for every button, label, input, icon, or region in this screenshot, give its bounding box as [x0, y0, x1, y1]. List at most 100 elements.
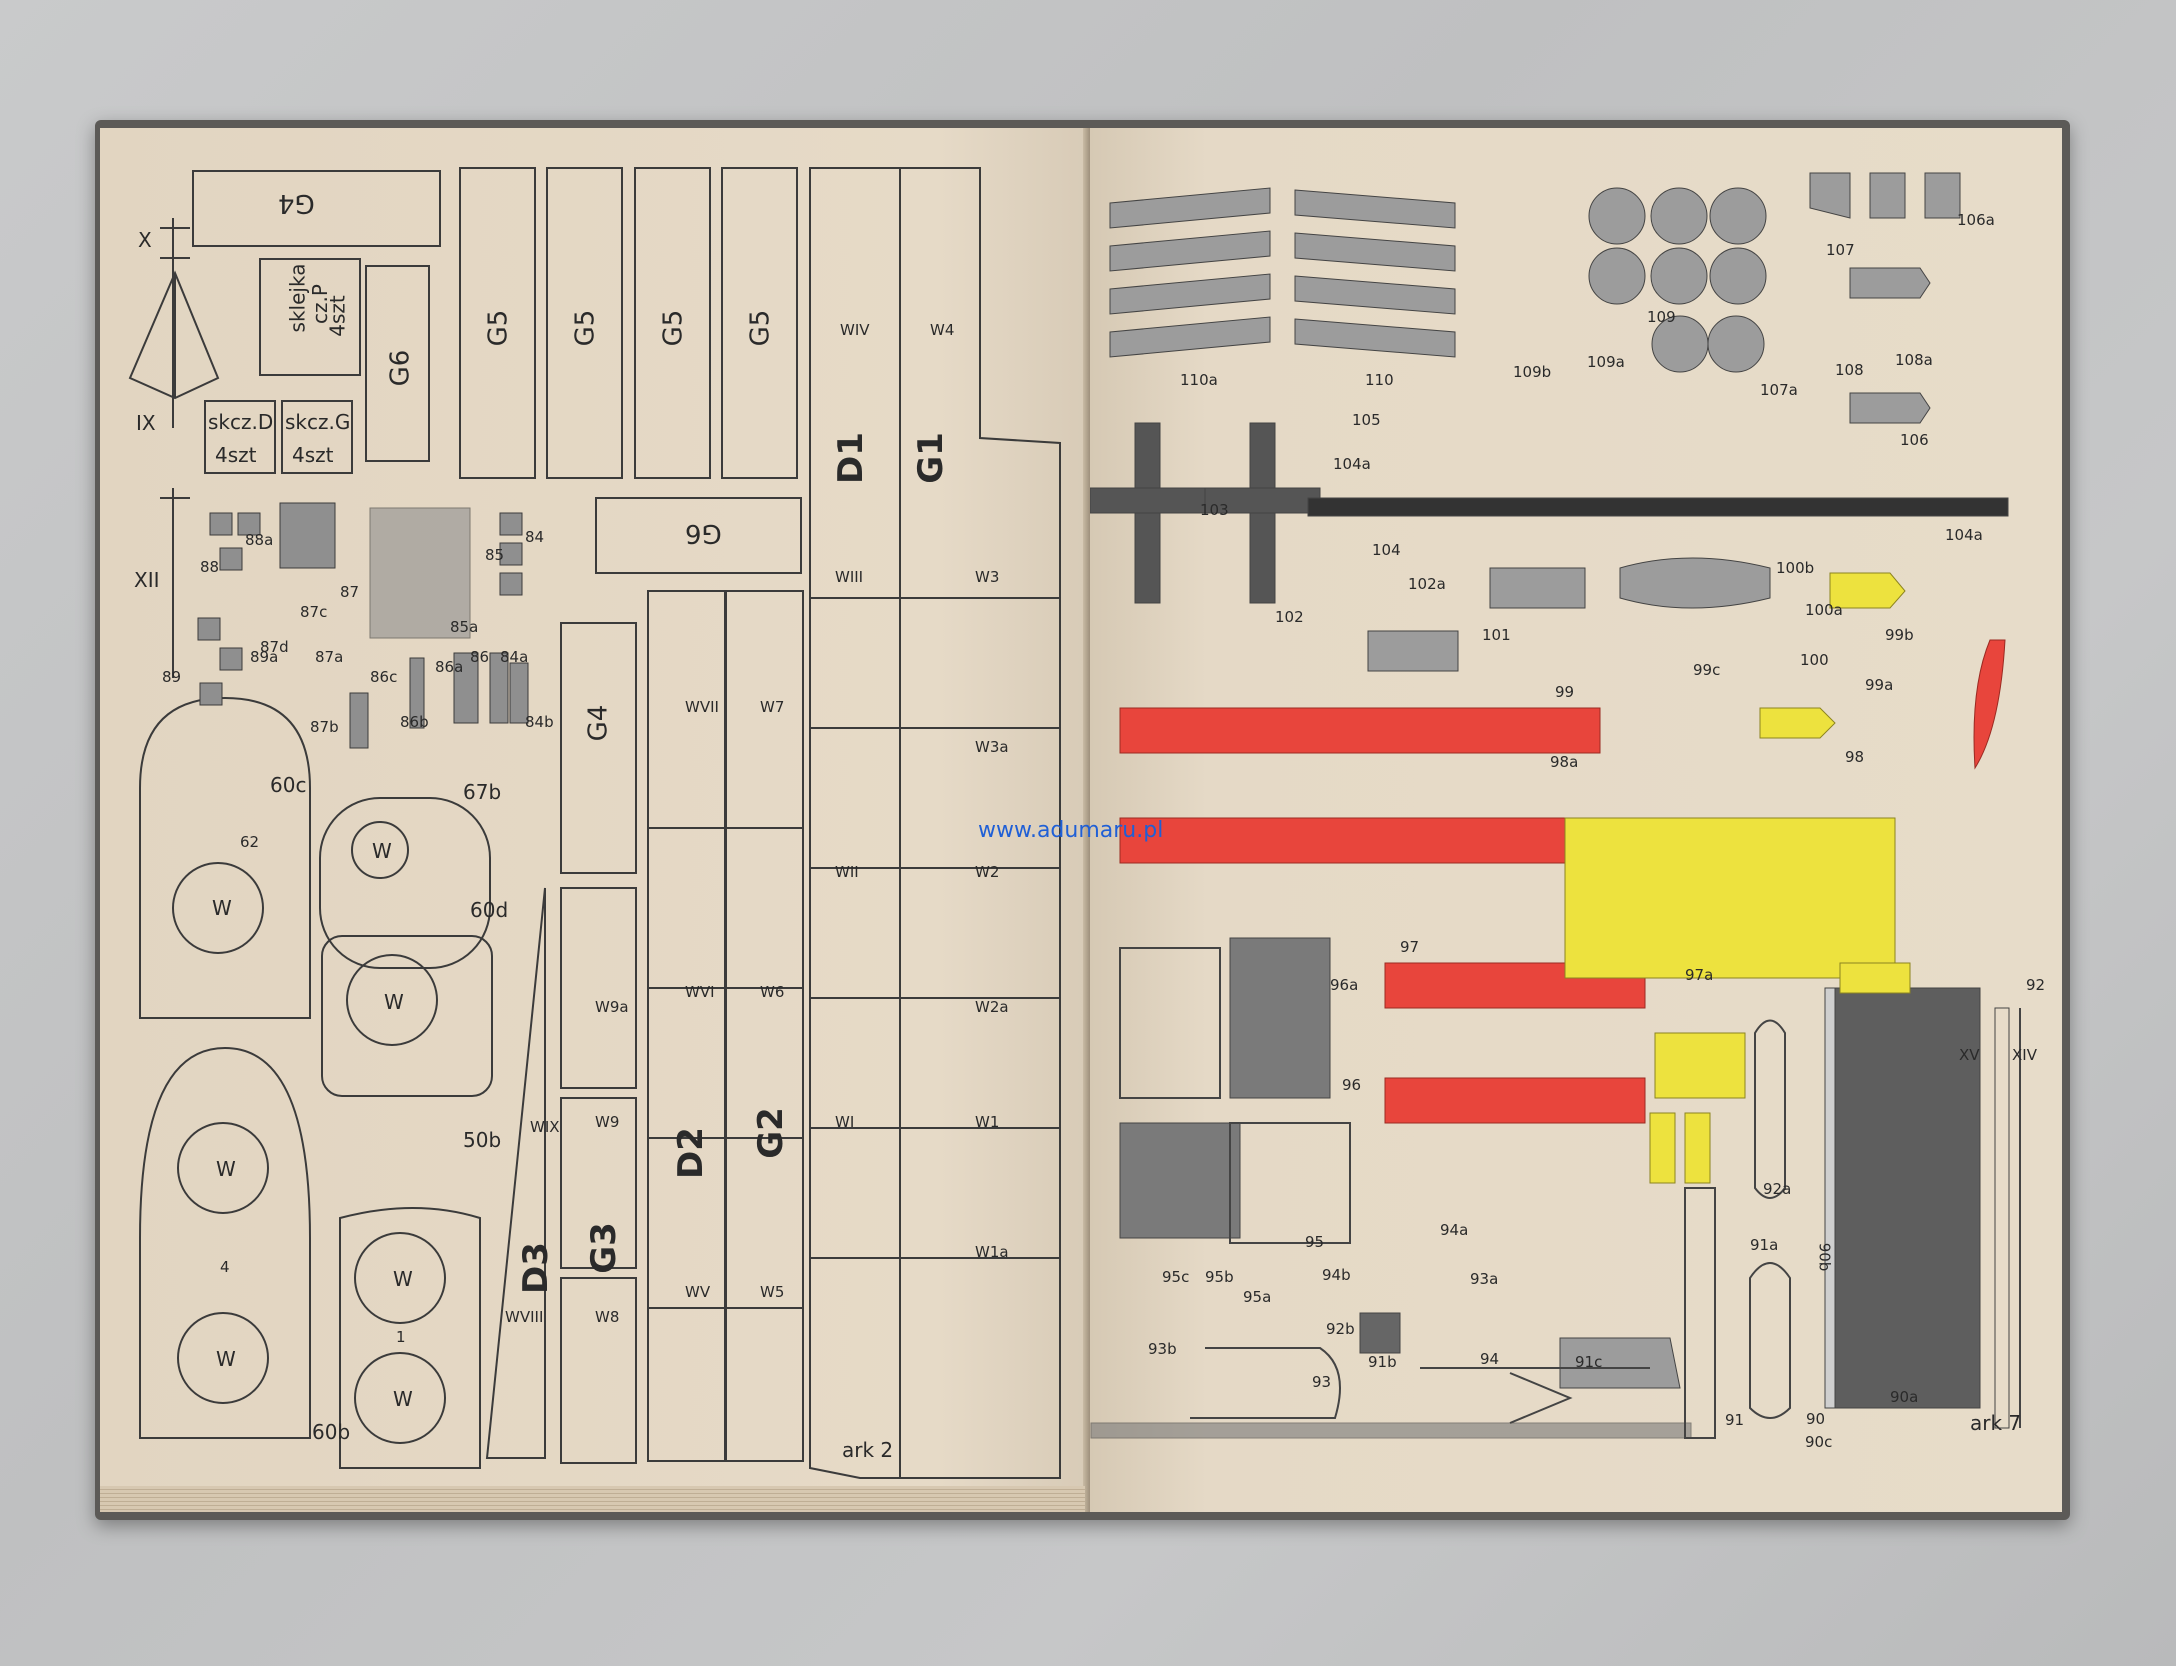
label-86a: 86a	[435, 658, 464, 676]
label-90a: 90a	[1890, 1388, 1919, 1406]
label-105: 105	[1352, 411, 1381, 429]
label-86b: 86b	[400, 713, 429, 731]
label-4szt-g: 4szt	[292, 443, 334, 467]
label-89: 89	[162, 668, 182, 686]
label-109: 109	[1647, 308, 1676, 326]
label-99a: 99a	[1865, 676, 1894, 694]
label-w5: W	[216, 1347, 236, 1371]
label-85a: 85a	[450, 618, 479, 636]
label-w8b: W8	[595, 1308, 620, 1326]
label-roman-ix: IX	[136, 411, 156, 435]
label-w2: W	[372, 839, 392, 863]
label-89a: 89a	[250, 648, 279, 666]
label-92b: 92b	[1326, 1320, 1355, 1338]
label-93: 93	[1312, 1373, 1332, 1391]
label-d3: D3	[515, 1242, 556, 1294]
label-wviii: WVIII	[505, 1308, 544, 1326]
label-100b: 100b	[1776, 559, 1815, 577]
label-96a: 96a	[1330, 976, 1359, 994]
label-62: 62	[240, 833, 260, 851]
label-108a: 108a	[1895, 351, 1933, 369]
label-g6a: G6	[385, 349, 416, 387]
label-50b: 50b	[463, 1128, 502, 1152]
label-100: 100	[1800, 651, 1829, 669]
label-98a: 98a	[1550, 753, 1579, 771]
label-w2a: W2a	[975, 998, 1009, 1016]
label-84a: 84a	[500, 648, 529, 666]
label-w9: W9	[595, 1113, 620, 1131]
label-67b: 67b	[463, 780, 502, 804]
label-109b: 109b	[1513, 363, 1552, 381]
label-101: 101	[1482, 626, 1511, 644]
label-wv: WV	[685, 1283, 711, 1301]
label-skczd: skcz.D	[208, 410, 274, 434]
label-w3b: W3	[975, 568, 1000, 586]
label-w6: W	[393, 1267, 413, 1291]
label-d2: D2	[670, 1127, 711, 1179]
right-page-drawing	[1090, 172, 2021, 1439]
label-w5b: W5	[760, 1283, 785, 1301]
label-95c: 95c	[1162, 1268, 1190, 1286]
label-103: 103	[1200, 501, 1229, 519]
label-g3: G3	[583, 1222, 624, 1274]
label-g5-3: G5	[658, 309, 689, 347]
label-96: 96	[1342, 1076, 1362, 1094]
label-60b: 60b	[312, 1420, 351, 1444]
label-d1: D1	[830, 432, 871, 484]
label-wi: WI	[835, 1113, 855, 1131]
label-91a: 91a	[1750, 1236, 1779, 1254]
label-91: 91	[1725, 1411, 1745, 1429]
label-4: 4	[220, 1258, 230, 1276]
label-92: 92	[2026, 976, 2046, 994]
label-87: 87	[340, 583, 360, 601]
label-g5-2: G5	[570, 309, 601, 347]
left-page: G4 sklejka cz.P 4szt G6 G5 G5 G5 G5 skcz…	[100, 128, 1085, 1512]
page-edges	[100, 1486, 1085, 1512]
label-wiv: WIV	[840, 321, 870, 339]
label-wix: WIX	[530, 1118, 560, 1136]
label-90b: 90b	[1815, 1242, 1834, 1272]
label-94a: 94a	[1440, 1221, 1469, 1239]
label-109a: 109a	[1587, 353, 1625, 371]
label-sklejka: sklejka	[285, 263, 310, 333]
label-4szt-d: 4szt	[215, 443, 257, 467]
label-w7b: W7	[760, 698, 785, 716]
label-1: 1	[396, 1328, 406, 1346]
label-104: 104	[1372, 541, 1401, 559]
label-86c: 86c	[370, 668, 398, 686]
label-wiii: WIII	[835, 568, 864, 586]
label-95b: 95b	[1205, 1268, 1234, 1286]
label-99: 99	[1555, 683, 1575, 701]
label-wii: WII	[835, 863, 859, 881]
label-w4: W	[216, 1157, 236, 1181]
label-87d: 87d	[260, 638, 289, 656]
label-g6b: G6	[685, 518, 722, 548]
sheet-label-left: ark 2	[842, 1438, 894, 1462]
label-84: 84	[525, 528, 545, 546]
label-g4: G4	[278, 188, 315, 218]
label-102a: 102a	[1408, 575, 1446, 593]
label-w7: W	[393, 1387, 413, 1411]
label-84b: 84b	[525, 713, 554, 731]
label-94b: 94b	[1322, 1266, 1351, 1284]
label-108: 108	[1835, 361, 1864, 379]
label-100a: 100a	[1805, 601, 1843, 619]
left-page-drawing	[128, 167, 1061, 1479]
label-104a-2: 104a	[1945, 526, 1983, 544]
label-w1: W	[212, 896, 232, 920]
label-w1b: W1	[975, 1113, 1000, 1131]
part-g6a	[365, 265, 430, 462]
label-88a: 88a	[245, 531, 274, 549]
label-g5-4: G5	[745, 309, 776, 347]
part-sklejka	[259, 258, 361, 376]
label-xv: XV	[1959, 1046, 1980, 1064]
label-w1a: W1a	[975, 1243, 1009, 1261]
label-97a: 97a	[1685, 966, 1714, 984]
label-w9a: W9a	[595, 998, 629, 1016]
label-4szt: 4szt	[325, 295, 350, 337]
label-w6b: W6	[760, 983, 785, 1001]
label-w3: W	[384, 990, 404, 1014]
label-w4b: W4	[930, 321, 955, 339]
label-91c: 91c	[1575, 1353, 1603, 1371]
label-104a: 104a	[1333, 455, 1371, 473]
